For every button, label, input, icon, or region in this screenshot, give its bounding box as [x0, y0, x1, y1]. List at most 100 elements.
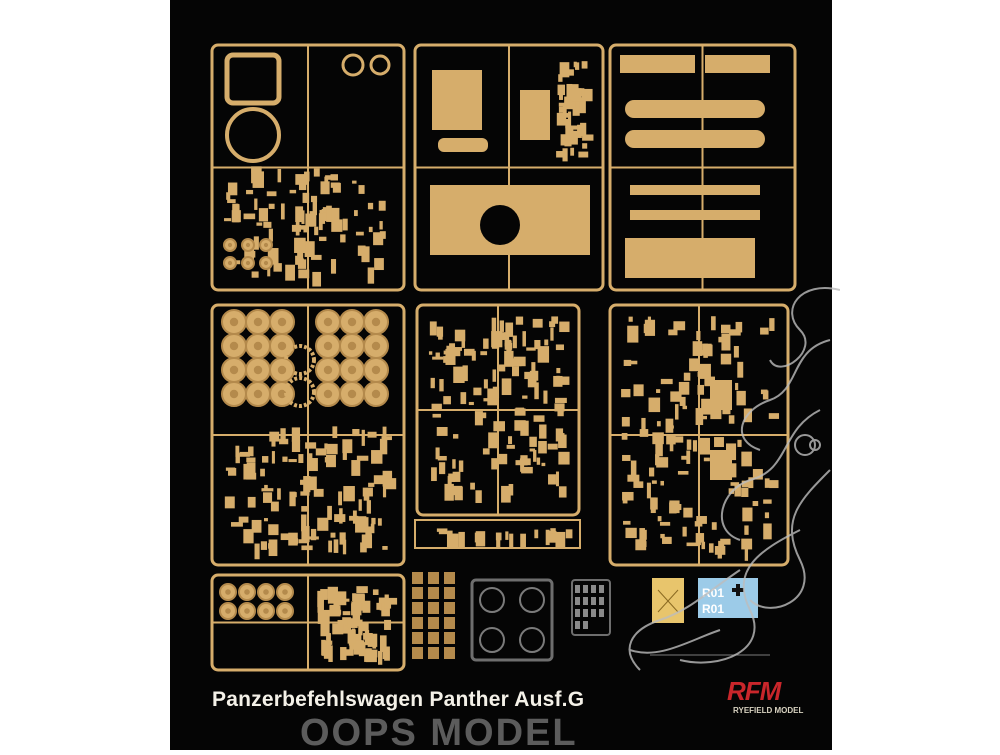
sprue-d-part: [268, 524, 279, 536]
engine-deck-part: [620, 55, 695, 73]
track-link-part: [428, 617, 439, 629]
sprue-g-part: [382, 651, 390, 660]
sprue-g-wheel-hub: [263, 589, 269, 595]
sprue-b-part: [565, 119, 570, 129]
sprue-f-part: [643, 529, 647, 540]
sprue-f-part: [669, 435, 674, 452]
sprue-e-part: [548, 474, 556, 485]
sprue-b-part: [581, 88, 593, 102]
sprue-d-part: [301, 514, 307, 532]
sprue-d-part: [339, 532, 346, 545]
dark-sprue-part: [575, 597, 580, 605]
sprue-f-part: [668, 329, 678, 336]
sprue-f-part: [735, 321, 743, 333]
sprue-f-part: [730, 482, 740, 486]
sprue-a-part: [298, 269, 310, 279]
sprue-d-part: [301, 526, 310, 543]
sprue-g-part: [381, 606, 390, 617]
sprue-f-part: [656, 421, 661, 427]
sprue-g-part: [337, 591, 347, 606]
sprue-d-left-wheel-hub: [277, 341, 287, 351]
sprue-f-part: [703, 457, 710, 462]
sprue-f-part: [647, 316, 651, 331]
sprue-e-part: [480, 351, 488, 356]
sprue-e-part: [435, 352, 440, 359]
sprue-b-part: [568, 84, 579, 91]
sprue-e-lower-part: [438, 531, 451, 535]
sprue-e-part: [462, 365, 468, 382]
sprue-e-part: [446, 345, 451, 355]
sprue-g-part: [332, 623, 344, 635]
track-link-part: [412, 572, 423, 584]
track-run-part: [625, 130, 765, 148]
sprue-e-part: [511, 358, 522, 367]
sprue-e-part: [515, 316, 524, 325]
sprue-f-part: [735, 382, 739, 391]
sprue-b-part: [580, 122, 587, 137]
sprue-a-part: [258, 208, 269, 222]
sprue-d-right-wheel-hub: [323, 389, 333, 399]
sprue-d-part: [367, 431, 377, 438]
sprue-e-part: [491, 317, 497, 333]
sprue-e-part: [428, 351, 433, 355]
sprue-f-part: [741, 487, 749, 497]
sprue-a-part: [313, 168, 320, 177]
sprue-a-part: [227, 182, 238, 196]
sprue-b-part: [566, 69, 574, 76]
sprue-e-part: [477, 412, 487, 419]
sprue-b-part: [559, 91, 563, 100]
sprue-a-part: [368, 226, 373, 233]
dark-sprue-part: [575, 585, 580, 593]
sprue-e-part: [493, 421, 505, 432]
sprue-d-part: [293, 538, 299, 544]
sprue-d-part: [268, 543, 276, 549]
sprue-e-part: [444, 483, 454, 501]
sprue-b-part: [579, 99, 586, 114]
sprue-g-part: [376, 602, 382, 610]
sprue-d-right-wheel-hub: [347, 341, 357, 351]
sprue-f-part: [633, 384, 644, 397]
sprue-a-part: [358, 185, 365, 194]
sprue-e-part: [430, 377, 435, 389]
sprue-d-part: [271, 451, 275, 464]
sprue-e-part: [547, 443, 558, 450]
sprue-a-part: [256, 222, 263, 226]
periscope-lens-part: [479, 587, 505, 613]
sprue-d-part: [342, 539, 347, 555]
sprue-d-part: [298, 539, 308, 544]
sprue-d-left-wheel-hub: [229, 365, 239, 375]
sprue-a-part: [320, 181, 330, 195]
sprue-g-part: [367, 633, 378, 647]
sprue-e-part: [431, 403, 442, 410]
sprue-f-part: [721, 333, 731, 351]
dark-sprue-part: [599, 597, 604, 605]
sprue-f-part: [622, 498, 628, 504]
sprue-f-part: [741, 451, 752, 467]
sprue-a-part: [277, 168, 282, 183]
sprue-d-part: [366, 500, 371, 514]
sprue-g-part: [341, 649, 354, 656]
sprue-d-part: [260, 541, 268, 550]
sprue-e-lower-part: [505, 531, 509, 540]
sprue-a-part: [295, 206, 304, 223]
track-link-part: [444, 602, 455, 614]
sprue-a-part: [251, 166, 262, 184]
sprue-a-part: [294, 237, 306, 253]
sprue-f-part: [708, 543, 714, 553]
sprue-f-part: [641, 417, 646, 430]
sprue-g-part: [332, 609, 342, 615]
sprue-g-wheel-hub: [282, 589, 288, 595]
sprue-f-part: [682, 405, 688, 410]
sprue-e-part: [471, 350, 476, 361]
sprue-e-part: [439, 462, 446, 475]
sprue-d-part: [328, 540, 333, 553]
sprue-b-part: [563, 152, 568, 157]
sprue-f-part: [695, 533, 705, 543]
sprue-e-part: [520, 464, 525, 472]
sprue-g-part: [363, 633, 373, 640]
dark-sprue-part: [591, 597, 596, 605]
sprue-a-part: [379, 231, 386, 239]
sprue-a-part: [310, 195, 318, 203]
sprue-f-part: [692, 341, 703, 356]
sprue-d-part: [225, 467, 236, 471]
